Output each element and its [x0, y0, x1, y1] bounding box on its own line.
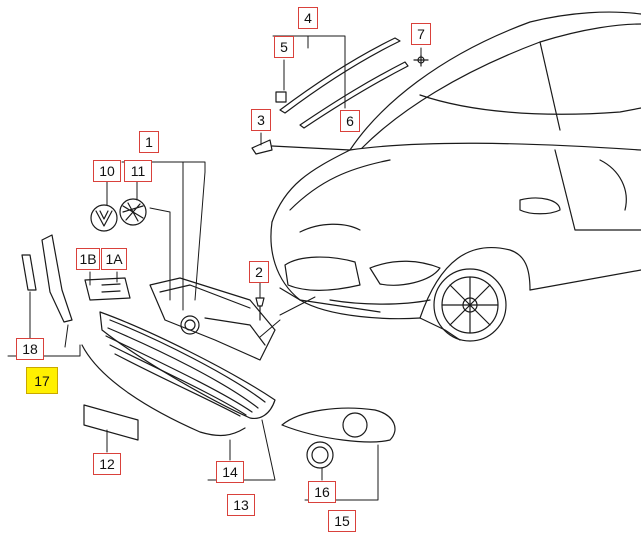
callout-18-label: 18	[22, 341, 38, 357]
callout-13[interactable]: 13	[227, 494, 255, 516]
callout-3-label: 3	[257, 112, 265, 128]
callout-10[interactable]: 10	[93, 160, 121, 182]
car-outline	[270, 11, 641, 341]
callout-16[interactable]: 16	[308, 481, 336, 503]
callout-4[interactable]: 4	[298, 7, 318, 29]
trim-strip-14	[81, 344, 246, 437]
callout-16-label: 16	[314, 484, 330, 500]
callout-1-label: 1	[145, 134, 153, 150]
callout-15[interactable]: 15	[328, 510, 356, 532]
side-brackets	[21, 234, 73, 323]
callout-12[interactable]: 12	[93, 453, 121, 475]
emblems	[90, 198, 147, 232]
screw-part-2	[255, 297, 265, 321]
callout-14-label: 14	[222, 464, 238, 480]
callout-17[interactable]: 17	[26, 367, 58, 394]
callout-2-label: 2	[255, 264, 263, 280]
front-wheel-drawing	[433, 268, 507, 342]
grille-assembly	[84, 277, 276, 361]
fog-light-trim	[281, 407, 396, 469]
callout-12-label: 12	[99, 456, 115, 472]
clip-part-3	[251, 139, 273, 155]
callout-7[interactable]: 7	[411, 23, 431, 45]
callout-13-label: 13	[233, 497, 249, 513]
callout-14[interactable]: 14	[216, 461, 244, 483]
leader-lines	[7, 35, 422, 501]
callout-6[interactable]: 6	[340, 110, 360, 132]
callout-1a[interactable]: 1A	[101, 248, 127, 270]
callout-5-label: 5	[280, 39, 288, 55]
leader-line	[271, 145, 351, 151]
callout-5[interactable]: 5	[274, 36, 294, 58]
callout-10-label: 10	[99, 163, 115, 179]
callout-11[interactable]: 11	[124, 160, 152, 182]
license-bracket-12	[83, 404, 139, 441]
callout-1b-label: 1B	[79, 251, 97, 267]
callout-6-label: 6	[346, 113, 354, 129]
callout-18[interactable]: 18	[16, 338, 44, 360]
callout-17-label: 17	[34, 372, 50, 389]
callout-4-label: 4	[304, 10, 312, 26]
callout-3[interactable]: 3	[251, 109, 271, 131]
callout-11-label: 11	[130, 163, 146, 179]
callout-1b[interactable]: 1B	[76, 248, 100, 270]
callout-15-label: 15	[334, 513, 350, 529]
lower-grille	[99, 311, 276, 420]
callout-1[interactable]: 1	[139, 131, 159, 153]
window-trim-strips	[275, 37, 429, 129]
callout-2[interactable]: 2	[249, 261, 269, 283]
callout-7-label: 7	[417, 26, 425, 42]
callout-1a-label: 1A	[105, 251, 123, 267]
